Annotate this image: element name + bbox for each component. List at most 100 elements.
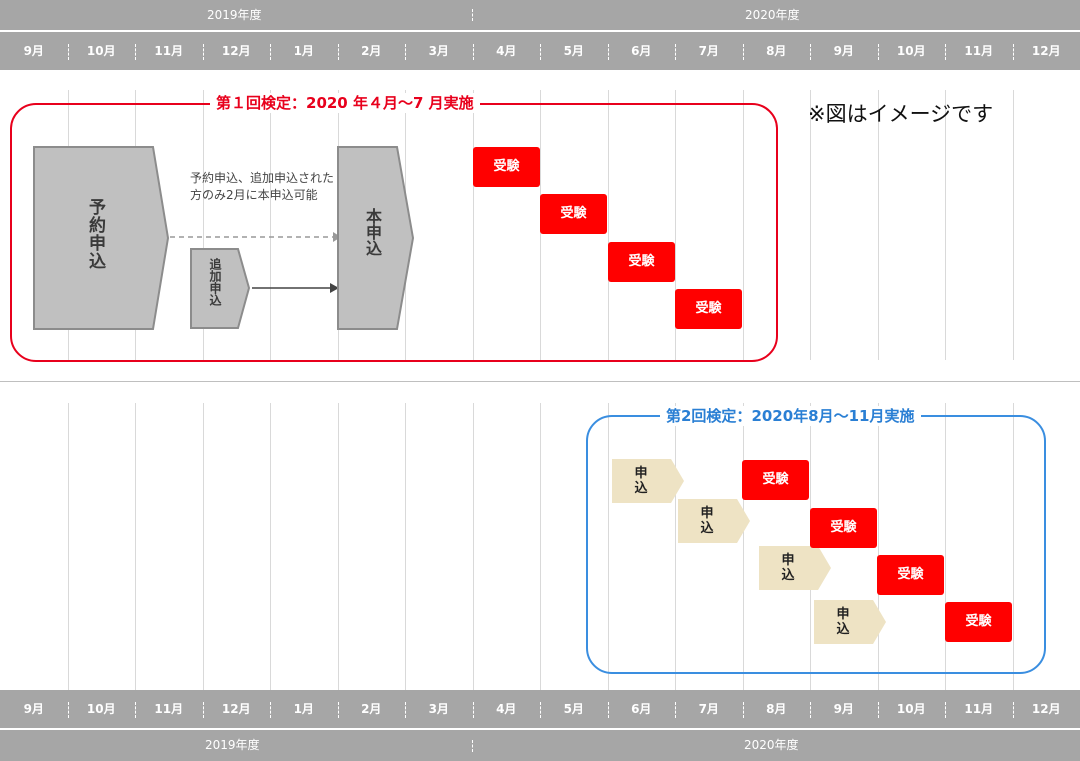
grid-line [1013,90,1014,360]
top-month-divider [338,44,340,60]
top-month-divider [135,44,137,60]
apply-box-2: 申込 [678,499,750,543]
additional-arrow-shape [190,248,250,329]
bottom-month-6: 3月 [428,702,449,716]
top-fy-divider [472,9,474,21]
main-application-caption: 予約申込、追加申込された方のみ2月に本申込可能 [190,171,335,202]
top-month-divider [540,44,542,60]
main-application-block: 本申込 [337,146,414,330]
bottom-fiscal-year-band: 2019年度 2020年度 [0,730,1080,761]
bottom-month-divider [810,702,812,718]
top-month-6: 3月 [428,44,449,58]
grid-line [810,90,811,360]
bottom-month-divider [945,702,947,718]
top-month-5: 2月 [361,44,382,58]
bottom-month-10: 7月 [698,702,719,716]
section1-title: 第１回検定：2020 年４月〜7 月実施 [210,93,480,113]
apply-label-3: 申込 [781,553,795,583]
bottom-month-13: 10月 [896,702,926,716]
bottom-fy2019-label: 2019年度 [205,738,260,752]
grid-line [945,403,946,690]
grid-line [540,403,541,690]
top-fy2020-label: 2020年度 [745,8,800,22]
grid-line [135,403,136,690]
reserve-application-label: 予約申込 [85,198,105,270]
grid-line [878,90,879,360]
bottom-month-11: 8月 [766,702,787,716]
bottom-month-14: 11月 [964,702,994,716]
apply-label-2: 申込 [700,506,714,536]
image-note: ※図はイメージです [808,102,994,126]
bottom-month-divider [135,702,137,718]
bottom-month-1: 10月 [86,702,116,716]
bottom-month-divider [743,702,745,718]
grid-line [675,90,676,360]
exam-box-november: 受験 [945,602,1012,642]
bottom-month-divider [540,702,542,718]
top-month-11: 8月 [766,44,787,58]
apply-box-4: 申込 [814,600,886,644]
top-fiscal-year-band: 2019年度 2020年度 [0,0,1080,30]
main-arrow-shape [337,146,414,330]
bottom-month-divider [878,702,880,718]
top-month-3: 12月 [221,44,251,58]
top-month-divider [68,44,70,60]
apply-box-1: 申込 [612,459,684,503]
bottom-month-12: 9月 [833,702,854,716]
grid-line [270,403,271,690]
grid-line [675,403,676,690]
bottom-month-divider [270,702,272,718]
top-month-0: 9月 [23,44,44,58]
additional-application-block: 追加申込 [190,248,250,329]
top-fy2019-label: 2019年度 [207,8,262,22]
top-month-9: 6月 [631,44,652,58]
top-month-7: 4月 [496,44,517,58]
exam-box-april: 受験 [473,147,540,187]
reserve-application-block: 予約申込 [33,146,169,330]
grid-line [405,403,406,690]
bottom-fy2020-label: 2020年度 [744,738,799,752]
reserve-arrow-shape [33,146,169,330]
top-month-divider [810,44,812,60]
bottom-month-divider [608,702,610,718]
top-month-divider [675,44,677,60]
grid-line [743,403,744,690]
bottom-month-divider [675,702,677,718]
grid-line [608,403,609,690]
grid-line [1013,403,1014,690]
bottom-month-0: 9月 [23,702,44,716]
additional-application-label: 追加申込 [208,258,222,306]
bottom-month-divider [405,702,407,718]
top-month-8: 5月 [563,44,584,58]
bottom-month-2: 11月 [154,702,184,716]
top-month-divider [405,44,407,60]
bottom-month-4: 1月 [293,702,314,716]
top-month-divider [1013,44,1015,60]
apply-label-4: 申込 [836,607,850,637]
bottom-month-divider [1013,702,1015,718]
exam-box-may: 受験 [540,194,607,234]
apply-box-3: 申込 [759,546,831,590]
bottom-month-3: 12月 [221,702,251,716]
bottom-month-7: 4月 [496,702,517,716]
grid-line [68,403,69,690]
main-application-label: 本申込 [363,208,382,256]
top-month-divider [945,44,947,60]
top-month-divider [608,44,610,60]
bottom-month-divider [203,702,205,718]
exam-box-august: 受験 [742,460,809,500]
grid-line [743,90,744,360]
section-separator [0,381,1080,382]
grid-line [203,90,204,360]
top-month-12: 9月 [833,44,854,58]
exam-box-october: 受験 [877,555,944,595]
top-month-4: 1月 [293,44,314,58]
bottom-fy-divider [472,740,474,752]
section2-title: 第2回検定：2020年8月〜11月実施 [660,406,921,426]
top-month-divider [878,44,880,60]
top-month-divider [473,44,475,60]
bottom-month-divider [68,702,70,718]
top-month-14: 11月 [964,44,994,58]
